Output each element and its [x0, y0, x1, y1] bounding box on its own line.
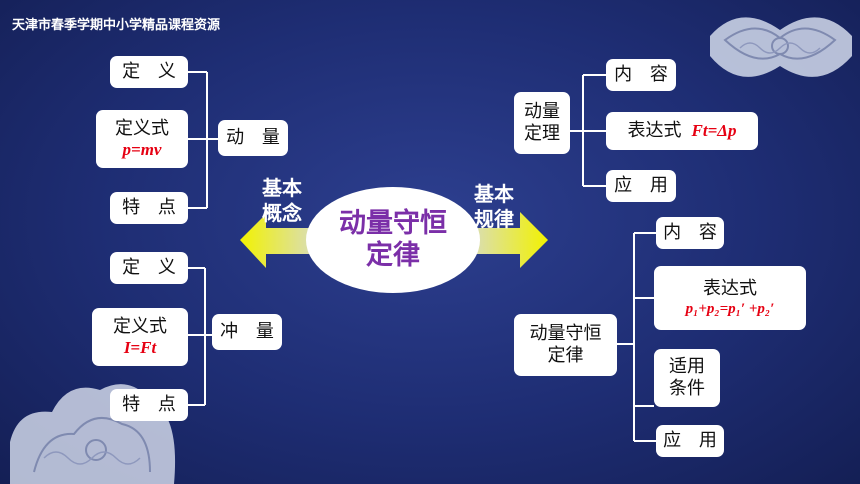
theorem-application-box: 应 用: [606, 170, 676, 202]
impulse-formula-box: 定义式 I=Ft: [92, 308, 188, 366]
center-topic-line1: 动量守恒: [339, 207, 447, 239]
momentum-features-box: 特 点: [110, 192, 188, 224]
impulse-main-box: 冲 量: [212, 314, 282, 350]
theorem-expression-box: 表达式 Ft=Δp: [606, 112, 758, 150]
center-topic: 动量守恒 定律: [306, 187, 480, 293]
theorem-content-box: 内 容: [606, 59, 676, 91]
law-content-box: 内 容: [656, 217, 724, 249]
momentum-definition-box: 定 义: [110, 56, 188, 88]
momentum-main-box: 动 量: [218, 120, 288, 156]
momentum-theorem-main-box: 动量 定理: [514, 92, 570, 154]
conservation-law-main-box: 动量守恒 定律: [514, 314, 617, 376]
law-formula: p₁+p₂=p₁′ +p₂′: [685, 300, 775, 317]
right-arrow-shape: [468, 212, 548, 268]
impulse-definition-box: 定 义: [110, 252, 188, 284]
course-resource-title: 天津市春季学期中小学精品课程资源: [12, 18, 221, 33]
law-application-box: 应 用: [656, 425, 724, 457]
impulse-formula: I=Ft: [123, 337, 157, 357]
momentum-formula-box: 定义式 p=mv: [96, 110, 188, 168]
center-topic-line2: 定律: [366, 240, 420, 271]
law-expression-box: 表达式 p₁+p₂=p₁′ +p₂′: [654, 266, 806, 330]
theorem-formula: Ft=Δp: [691, 120, 737, 140]
left-arrow-shape: [240, 214, 318, 268]
basic-concept-label: 基本 概念: [262, 176, 302, 225]
momentum-formula: p=mv: [122, 139, 162, 159]
applicable-conditions-box: 适用 条件: [654, 349, 720, 407]
basic-law-label: 基本 规律: [474, 182, 514, 231]
impulse-features-box: 特 点: [110, 389, 188, 421]
decorative-ornament-top-right: [710, 17, 852, 77]
